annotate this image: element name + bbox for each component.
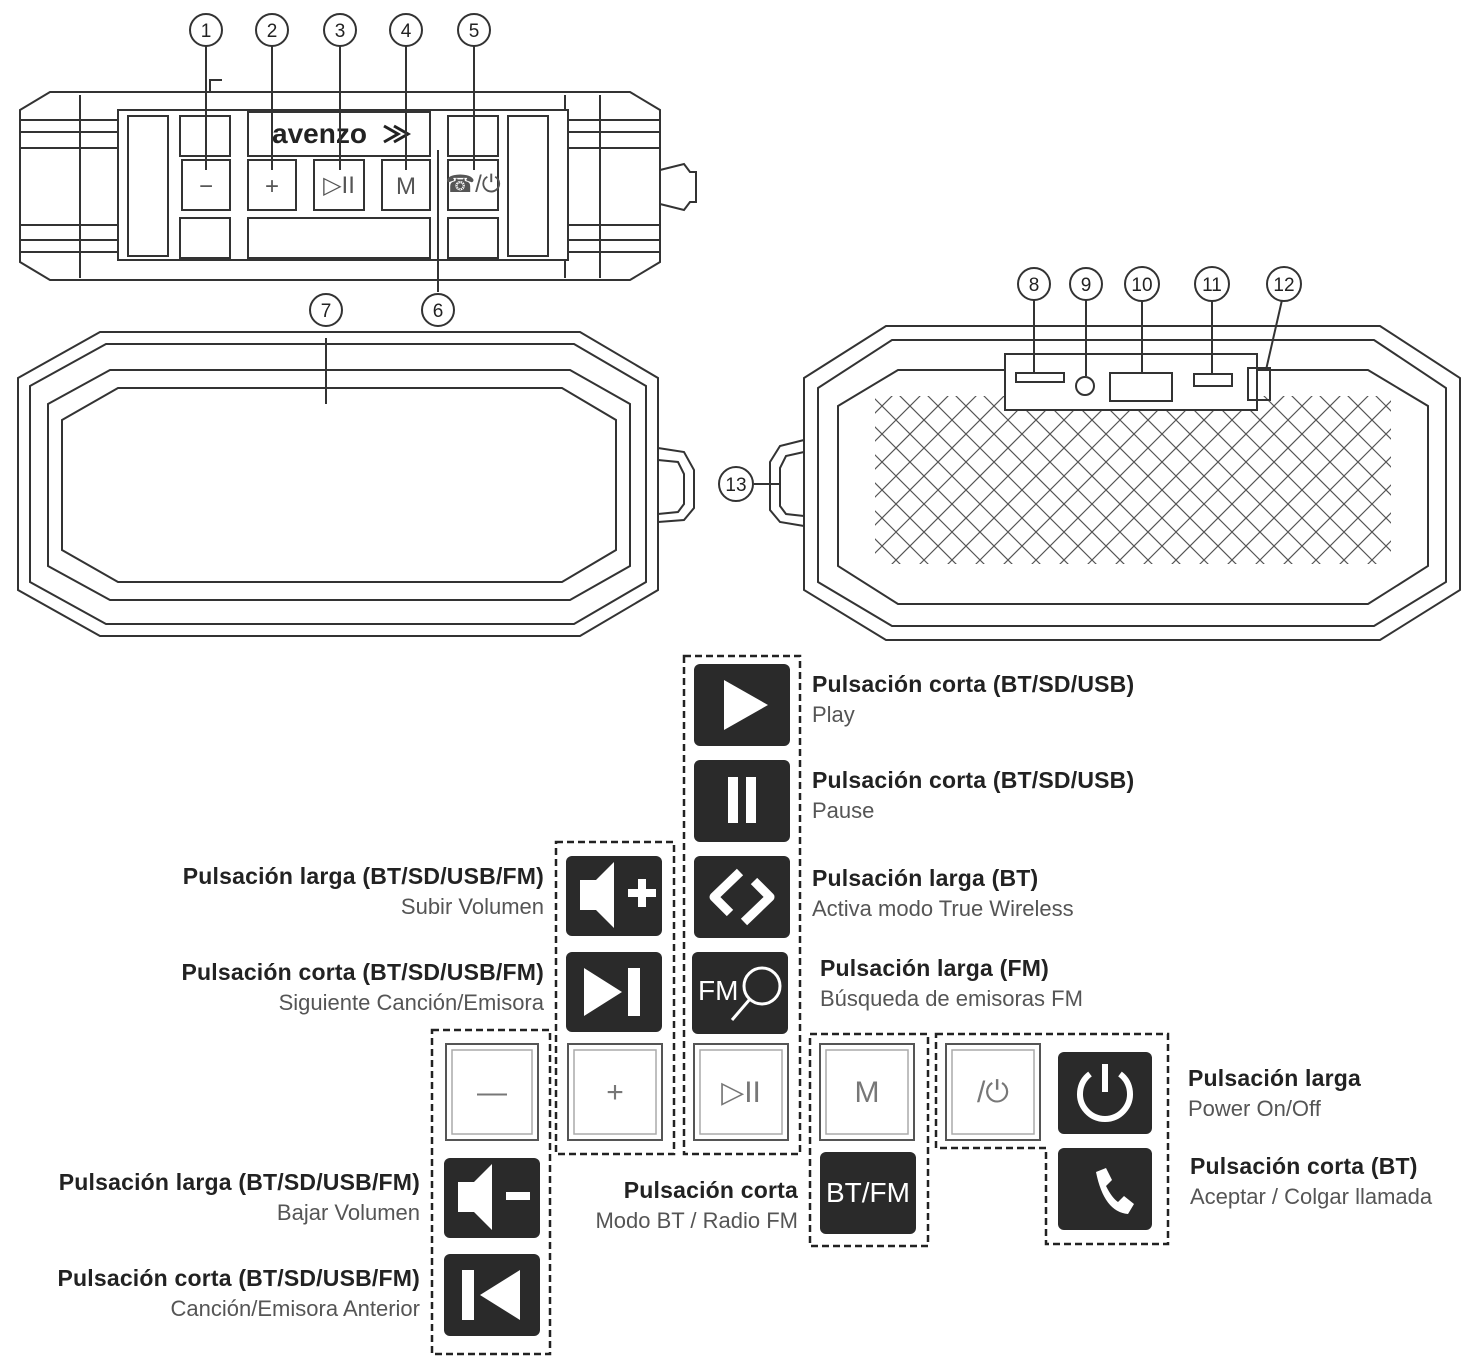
next-title: Pulsación corta (BT/SD/USB/FM) <box>181 959 544 985</box>
key-plus[interactable]: + <box>567 1043 663 1141</box>
svg-text:5: 5 <box>469 21 480 42</box>
svg-text:+: + <box>265 173 279 200</box>
callout-8: 8 <box>1017 267 1051 301</box>
previous-track-icon <box>444 1254 540 1336</box>
next-track-icon <box>566 952 662 1032</box>
callout-1: 1 <box>189 13 223 47</box>
svg-text:12: 12 <box>1273 275 1294 296</box>
speaker-back-view <box>754 299 1461 641</box>
key-call-power[interactable]: /⏻ <box>945 1043 1041 1141</box>
callout-9: 9 <box>1069 267 1103 301</box>
svg-text:M: M <box>396 173 416 200</box>
call-desc: Aceptar / Colgar llamada <box>1190 1184 1433 1209</box>
tws-title: Pulsación larga (BT) <box>812 865 1038 891</box>
legend-group-frames <box>430 654 1170 1356</box>
svg-text:+: + <box>606 1076 624 1109</box>
svg-text:FM: FM <box>698 975 738 1006</box>
pause-icon <box>694 760 790 842</box>
svg-text:13: 13 <box>725 475 746 496</box>
svg-text:—: — <box>477 1076 507 1109</box>
bt-fm-mode-icon: BT/FM <box>820 1152 916 1234</box>
svg-text:11: 11 <box>1202 275 1222 296</box>
volume-down-icon <box>444 1158 540 1238</box>
true-wireless-link-icon <box>694 856 790 938</box>
brand-logo-arrow-icon <box>383 124 412 144</box>
svg-text:8: 8 <box>1029 275 1040 296</box>
callout-leaders <box>205 46 475 292</box>
key-mode[interactable]: M <box>819 1043 915 1141</box>
pause-desc: Pause <box>812 798 874 823</box>
callout-11: 11 <box>1194 266 1230 302</box>
speaker-front-view <box>17 331 695 637</box>
callout-3: 3 <box>323 13 357 47</box>
top-key-call-power[interactable]: ☎/⏻ <box>445 159 501 211</box>
svg-text:☎/⏻: ☎/⏻ <box>445 171 501 198</box>
power-desc: Power On/Off <box>1188 1096 1322 1121</box>
fm-scan-desc: Búsqueda de emisoras FM <box>820 986 1083 1011</box>
phone-call-icon <box>1058 1148 1152 1230</box>
next-desc: Siguiente Canción/Emisora <box>279 990 545 1015</box>
callout-6: 6 <box>421 293 455 327</box>
svg-text:M: M <box>855 1076 880 1109</box>
prev-desc: Canción/Emisora Anterior <box>171 1296 420 1321</box>
play-icon <box>694 664 790 746</box>
tws-desc: Activa modo True Wireless <box>812 896 1074 921</box>
callout-7: 7 <box>309 293 343 327</box>
play-desc: Play <box>812 702 855 727</box>
key-play-pause[interactable]: ▷II <box>693 1043 789 1141</box>
svg-text:BT/FM: BT/FM <box>826 1177 910 1208</box>
volup-title: Pulsación larga (BT/SD/USB/FM) <box>183 863 544 889</box>
fm-scan-title: Pulsación larga (FM) <box>820 955 1049 981</box>
volup-desc: Subir Volumen <box>401 894 544 919</box>
callout-2: 2 <box>255 13 289 47</box>
svg-text:7: 7 <box>321 301 332 322</box>
key-minus[interactable]: — <box>445 1043 539 1141</box>
svg-text:/⏻: /⏻ <box>977 1076 1009 1109</box>
power-icon <box>1058 1052 1152 1134</box>
callout-4: 4 <box>389 13 423 47</box>
svg-text:3: 3 <box>335 21 346 42</box>
play-title: Pulsación corta (BT/SD/USB) <box>812 671 1134 697</box>
callout-13: 13 <box>718 466 754 502</box>
prev-title: Pulsación corta (BT/SD/USB/FM) <box>57 1265 420 1291</box>
svg-text:9: 9 <box>1081 275 1092 296</box>
power-title: Pulsación larga <box>1188 1065 1361 1091</box>
callout-12: 12 <box>1266 266 1302 302</box>
callout-5: 5 <box>457 13 491 47</box>
fm-search-icon: FM <box>692 952 788 1034</box>
svg-text:6: 6 <box>433 301 444 322</box>
brand-logo: avenzo <box>272 118 367 149</box>
mode-title: Pulsación corta <box>624 1177 798 1203</box>
svg-text:10: 10 <box>1131 275 1152 296</box>
svg-text:▷II: ▷II <box>323 172 355 199</box>
svg-text:−: − <box>199 173 213 200</box>
svg-text:▷II: ▷II <box>721 1076 761 1109</box>
svg-text:1: 1 <box>201 21 212 42</box>
mode-desc: Modo BT / Radio FM <box>595 1208 798 1233</box>
voldown-desc: Bajar Volumen <box>277 1200 420 1225</box>
svg-text:2: 2 <box>267 21 278 42</box>
pause-title: Pulsación corta (BT/SD/USB) <box>812 767 1134 793</box>
call-title: Pulsación corta (BT) <box>1190 1153 1418 1179</box>
svg-text:4: 4 <box>401 21 412 42</box>
volume-up-icon <box>566 856 662 936</box>
callout-10: 10 <box>1124 266 1160 302</box>
voldown-title: Pulsación larga (BT/SD/USB/FM) <box>59 1169 420 1195</box>
